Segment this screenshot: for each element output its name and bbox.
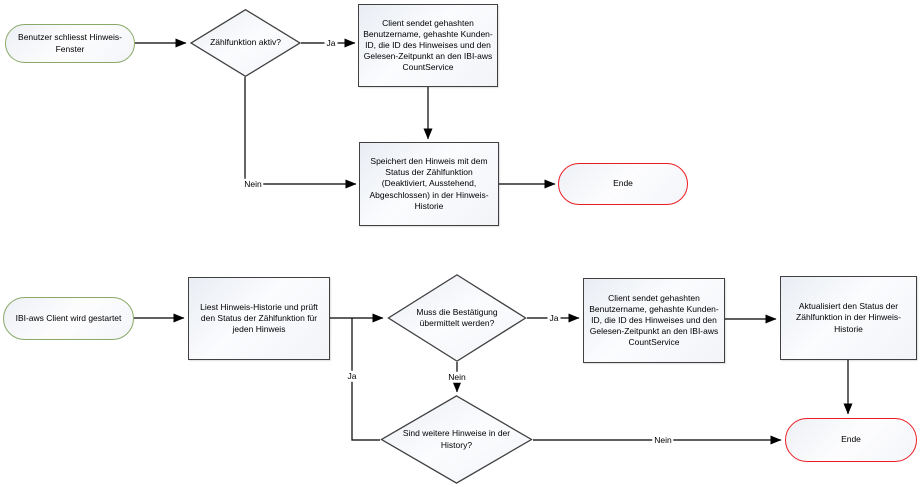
terminator-ende-1: Ende bbox=[558, 163, 688, 205]
connector-f1-decision-nein-to-store bbox=[244, 77, 357, 189]
process-client-sendet-1: Client sendet gehashten Benutzername, ge… bbox=[358, 4, 498, 87]
process-liest-historie: Liest Hinweis-Historie und prüft den Sta… bbox=[188, 277, 330, 360]
process-client-sendet-2: Client sendet gehashten Benutzername, ge… bbox=[583, 278, 725, 363]
edge-label-nein-1: Nein bbox=[242, 178, 264, 190]
diamond-shape bbox=[380, 395, 533, 484]
decision-label: Zählfunktion aktiv? bbox=[210, 37, 281, 48]
decision-weitere-hinweise: Sind weitere Hinweise in der History? bbox=[380, 395, 533, 484]
terminator-label: Ende bbox=[841, 434, 861, 445]
edge-label-nein-2: Nein bbox=[446, 371, 468, 383]
diamond-shape bbox=[190, 9, 301, 77]
edge-label-ja-3: Ja bbox=[345, 370, 359, 382]
terminator-client-gestartet: IBI-aws Client wird gestartet bbox=[3, 297, 134, 340]
terminator-benutzer-schliesst: Benutzer schliesst Hinweis-Fenster bbox=[5, 24, 135, 63]
edge-label-nein-3: Nein bbox=[652, 434, 674, 446]
process-label: Aktualisiert den Status der Zählfunktion… bbox=[796, 301, 901, 334]
edge-label-ja-1: Ja bbox=[324, 37, 338, 49]
terminator-label: IBI-aws Client wird gestartet bbox=[15, 312, 122, 323]
process-aktualisiert-status: Aktualisiert den Status der Zählfunktion… bbox=[780, 276, 917, 360]
terminator-ende-2: Ende bbox=[785, 418, 917, 462]
terminator-label: Ende bbox=[613, 178, 633, 189]
process-label: Client sendet gehashten Benutzername, ge… bbox=[589, 292, 719, 348]
process-label: Speichert den Hinweis mit dem Status der… bbox=[369, 156, 489, 211]
process-label: Client sendet gehashten Benutzername, ge… bbox=[363, 17, 493, 73]
decision-bestaetigung-uebermittelt: Muss die Bestätigung übermittelt werden? bbox=[387, 274, 527, 362]
diamond-shape bbox=[387, 274, 527, 362]
edge-label-ja-2: Ja bbox=[547, 312, 561, 324]
decision-label: Muss die Bestätigung übermittelt werden? bbox=[416, 306, 498, 328]
decision-zaehlfunktion-aktiv: Zählfunktion aktiv? bbox=[190, 9, 301, 77]
process-label: Liest Hinweis-Historie und prüft den Sta… bbox=[200, 301, 318, 335]
terminator-label: Benutzer schliesst Hinweis-Fenster bbox=[18, 32, 122, 54]
decision-label: Sind weitere Hinweise in der History? bbox=[402, 428, 511, 450]
connector-f2-more-ja-loop bbox=[351, 318, 380, 441]
process-speichert-hinweis: Speichert den Hinweis mit dem Status der… bbox=[359, 142, 499, 226]
